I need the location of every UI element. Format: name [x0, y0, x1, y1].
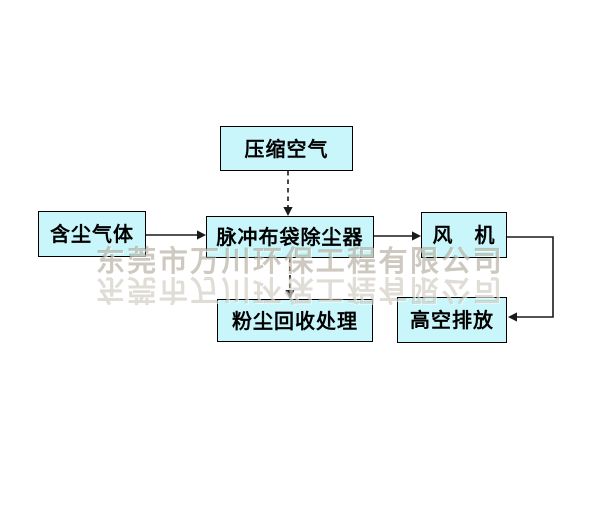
arrowhead-right-filter-left — [197, 230, 206, 240]
node-high-altitude-discharge-label: 高空排放 — [410, 308, 494, 332]
node-dust-recovery-label: 粉尘回收处理 — [232, 308, 358, 333]
node-pulse-bag-filter: 脉冲布袋除尘器 — [206, 216, 374, 258]
arrowhead-down-recovery-top — [285, 290, 295, 299]
node-high-altitude-discharge: 高空排放 — [397, 297, 507, 343]
arrowhead-left-discharge-right — [508, 312, 517, 322]
edge-fan-to-discharge — [507, 236, 554, 318]
node-dust-recovery: 粉尘回收处理 — [217, 299, 373, 342]
node-dusty-gas: 含尘气体 — [38, 211, 146, 257]
node-fan-label: 风 机 — [432, 223, 496, 247]
arrowhead-right-fan-left — [412, 231, 421, 241]
node-pulse-bag-filter-label: 脉冲布袋除尘器 — [216, 225, 364, 249]
node-fan: 风 机 — [421, 212, 507, 258]
node-compressed-air: 压缩空气 — [220, 126, 353, 171]
node-dusty-gas-label: 含尘气体 — [50, 222, 134, 246]
arrowhead-down-filter-top — [283, 207, 293, 216]
node-compressed-air-label: 压缩空气 — [244, 136, 329, 161]
